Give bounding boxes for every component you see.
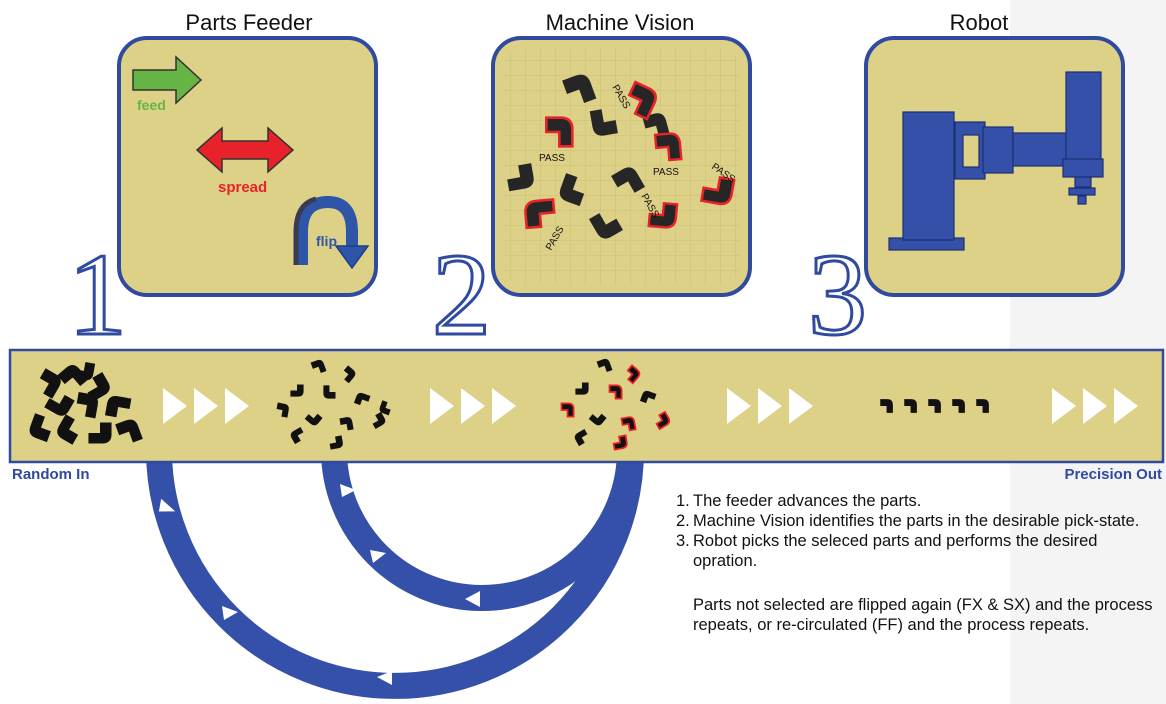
machine-vision-panel: PASS PASS PASS PASS PASS PASS xyxy=(491,36,752,297)
chevron-icon xyxy=(163,388,187,424)
chevron-icon xyxy=(430,388,454,424)
spread-label: spread xyxy=(218,179,267,196)
step-text: Machine Vision identifies the parts in t… xyxy=(693,512,1140,530)
step-number: 1. xyxy=(676,492,690,510)
steps-list: 1.The feeder advances the parts. 2.Machi… xyxy=(676,491,1166,571)
loop-arrow xyxy=(377,671,392,685)
flip-arrow-icon xyxy=(293,195,370,270)
step-item: 2.Machine Vision identifies the parts in… xyxy=(676,511,1166,531)
return-loops xyxy=(146,449,644,699)
chevron-icon xyxy=(727,388,751,424)
feed-label: feed xyxy=(137,97,166,113)
step-item: 3.Robot picks the seleced parts and perf… xyxy=(676,531,1166,571)
loop-arrow xyxy=(340,484,356,497)
chevron-icon xyxy=(789,388,813,424)
process-notes: 1.The feeder advances the parts. 2.Machi… xyxy=(676,491,1166,635)
chevron-icon xyxy=(492,388,516,424)
loop-arrow xyxy=(370,550,386,563)
loop-arrow xyxy=(158,498,176,512)
stage-number-2: 2 xyxy=(432,229,491,360)
step-text: The feeder advances the parts. xyxy=(693,492,922,510)
spread-arrow-icon xyxy=(195,126,295,174)
stage-title-parts-feeder: Parts Feeder xyxy=(185,10,312,35)
feed-arrow-icon xyxy=(132,55,203,105)
stage-number-3: 3 xyxy=(808,229,867,360)
chevron-icon xyxy=(1114,388,1138,424)
chevron-icon xyxy=(1083,388,1107,424)
stage-title-machine-vision: Machine Vision xyxy=(546,10,695,35)
pass-label: PASS xyxy=(539,153,565,164)
flow-chevrons xyxy=(163,388,1138,424)
loop-arrow xyxy=(465,591,480,607)
chevron-icon xyxy=(461,388,485,424)
parts-feeder-panel: feed spread flip xyxy=(117,36,378,297)
stage-title-robot: Robot xyxy=(950,10,1009,35)
step-item: 1.The feeder advances the parts. xyxy=(676,491,1166,511)
chevron-icon xyxy=(225,388,249,424)
step-text: Robot picks the seleced parts and perfor… xyxy=(693,532,1098,570)
conveyor xyxy=(8,348,1165,464)
step-number: 2. xyxy=(676,512,690,530)
loop-arrow xyxy=(222,606,238,620)
robot-panel xyxy=(864,36,1125,297)
recirculation-note: Parts not selected are flipped again (FX… xyxy=(693,596,1153,634)
precision-out-label: Precision Out xyxy=(1064,466,1162,483)
outer-return-loop xyxy=(146,449,644,699)
pass-label: PASS xyxy=(653,167,679,178)
robot-icon xyxy=(888,71,1104,251)
chevron-icon xyxy=(758,388,782,424)
random-in-label: Random In xyxy=(12,466,90,483)
step-number: 3. xyxy=(676,532,690,550)
inner-return-loop xyxy=(321,449,643,611)
flip-label: flip xyxy=(316,233,337,249)
chevron-icon xyxy=(194,388,218,424)
chevron-icon xyxy=(1052,388,1076,424)
